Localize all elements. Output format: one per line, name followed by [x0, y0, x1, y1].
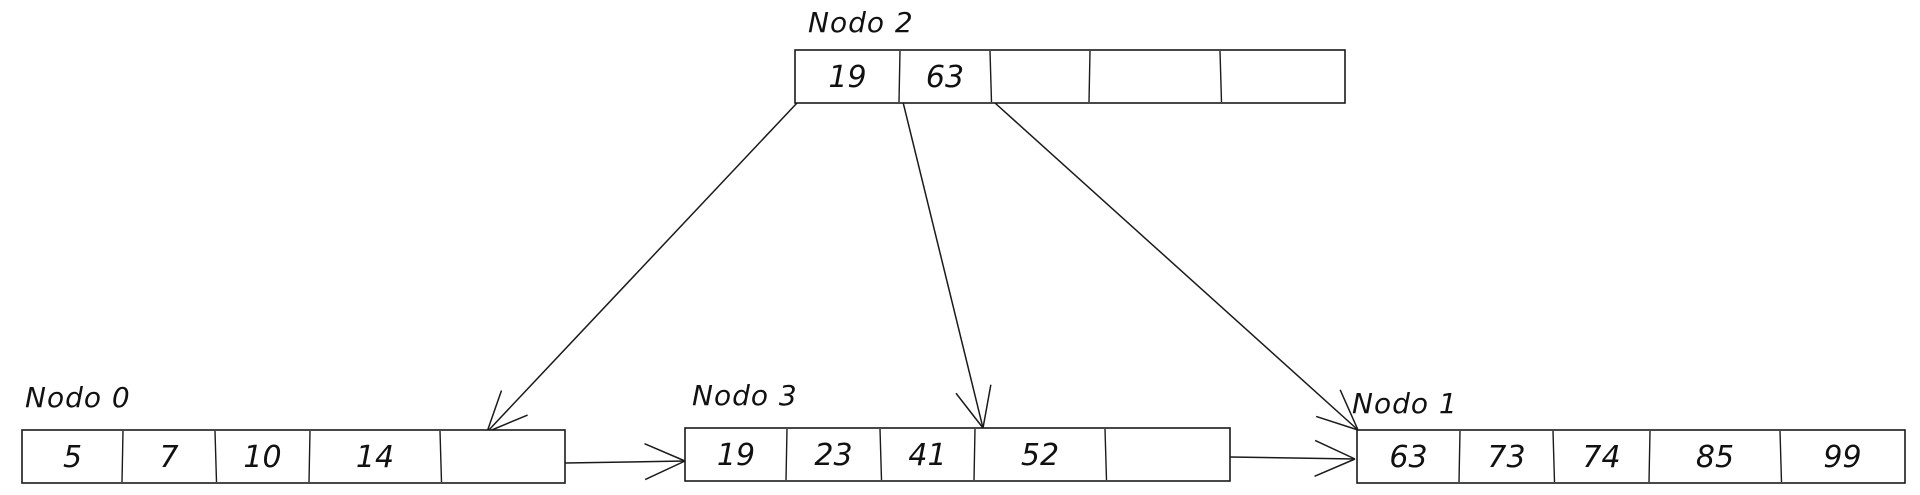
arrowhead-stroke [982, 384, 992, 429]
node-label: Nodo 1 [1352, 387, 1458, 420]
edge-line [901, 97, 984, 429]
key-cell: 23 [814, 438, 852, 473]
cell-divider [879, 428, 883, 481]
arrowhead-stroke [1315, 415, 1359, 431]
edge-n0-to-n3 [564, 443, 686, 481]
cell-divider [214, 430, 218, 483]
cell-divider [121, 430, 124, 483]
arrowhead-stroke [644, 443, 686, 462]
cell-divider [1104, 428, 1108, 481]
node-box [684, 427, 1231, 482]
key-cell: 74 [1582, 440, 1620, 475]
key-cell: 52 [1021, 438, 1059, 473]
cell-divider [439, 430, 443, 483]
edge-line [1229, 456, 1356, 460]
key-cell: 10 [243, 440, 281, 475]
arrowhead-stroke [1339, 389, 1359, 431]
cell-divider [1779, 430, 1783, 483]
cell-divider [973, 428, 976, 481]
node-box [1356, 429, 1906, 484]
node-n1: Nodo 1 63 73 74 85 99 [1352, 387, 1906, 484]
edge-line [564, 460, 686, 464]
key-cell: 63 [926, 60, 964, 95]
key-cell: 41 [908, 438, 946, 473]
node-n3: Nodo 3 19 23 41 52 [684, 379, 1231, 482]
node-label: Nodo 3 [692, 379, 798, 412]
cell-divider [1648, 430, 1651, 483]
key-cell: 5 [63, 440, 82, 475]
cell-divider [989, 50, 993, 103]
cell-divider [1219, 50, 1223, 103]
node-n0: Nodo 0 5 7 10 14 [21, 381, 566, 484]
key-cell: 99 [1823, 440, 1861, 475]
cell-divider [1088, 50, 1091, 103]
arrowhead-stroke [486, 390, 503, 433]
edge-n2-to-n1 [994, 102, 1359, 431]
key-cell: 7 [159, 440, 178, 475]
edge-n2-to-n0 [486, 102, 798, 433]
cell-divider [785, 428, 788, 481]
key-cell: 19 [828, 60, 866, 95]
cell-divider [1552, 430, 1556, 483]
cell-divider [1458, 430, 1461, 483]
node-box [794, 49, 1346, 104]
arrowhead-stroke [955, 392, 984, 429]
key-cell: 73 [1487, 440, 1525, 475]
edge-n2-to-n3 [901, 97, 992, 429]
key-cell: 63 [1389, 440, 1427, 475]
cell-divider [898, 50, 901, 103]
arrowhead-stroke [644, 460, 686, 481]
node-label: Nodo 2 [808, 6, 914, 39]
node-box [21, 429, 566, 484]
edge-line [994, 102, 1359, 431]
edge-line [486, 102, 798, 433]
key-cell: 19 [717, 438, 755, 473]
node-label: Nodo 0 [25, 381, 131, 414]
key-cell: 85 [1696, 440, 1734, 475]
edges-layer [486, 97, 1359, 481]
cell-divider [308, 430, 311, 483]
arrowhead-stroke [486, 414, 528, 433]
arrowhead-stroke [1314, 458, 1356, 477]
arrowhead-stroke [1314, 439, 1356, 460]
edge-n3-to-n1 [1229, 439, 1356, 477]
node-n2: Nodo 2 19 63 [794, 6, 1346, 104]
key-cell: 14 [356, 440, 394, 475]
